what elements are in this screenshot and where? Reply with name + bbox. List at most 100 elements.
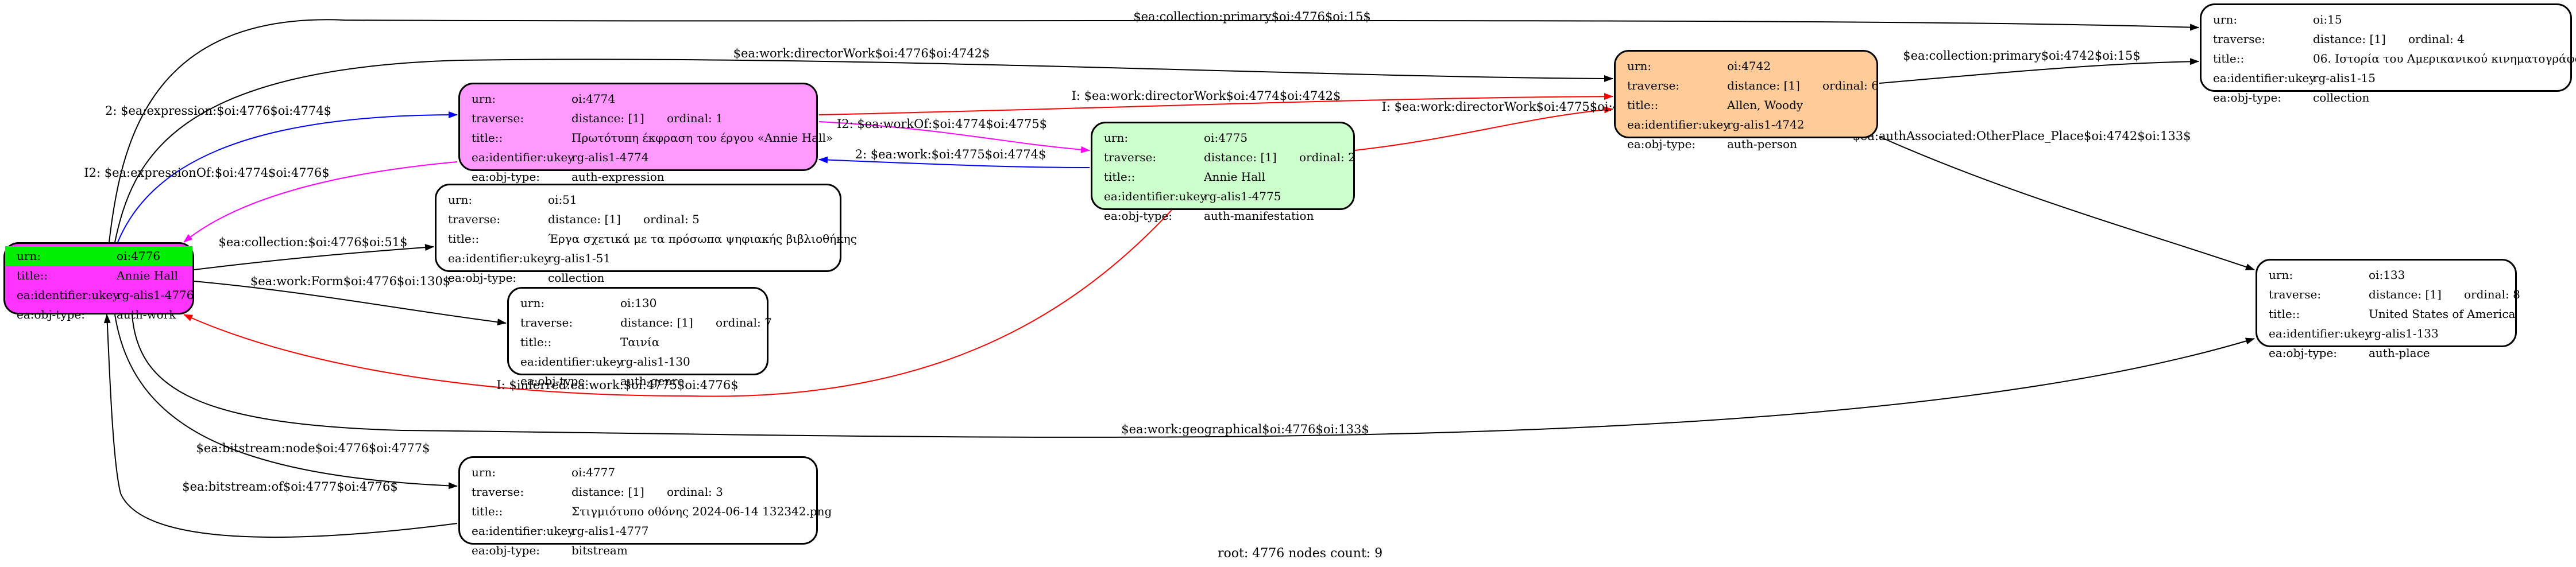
graph-footer: root: 4776 nodes count: 9 [1218,546,1383,561]
field-key: traverse: [1104,150,1157,164]
node-field-row: title::Annie Hall [1092,167,1353,187]
edge-label: I: $inferred:ea:work:$oi:4775$oi:4776$ [496,378,738,392]
node-field-row: traverse:distance: [1]ordinal: 2 [1092,147,1355,167]
edge-line [183,209,1172,397]
edge-line [1879,58,2199,84]
field-key: title:: [2269,307,2300,321]
field-key: ea:identifier:ukey [1627,118,1730,131]
field-value: distance: [1] [1727,79,1800,92]
field-ordinal: ordinal: 5 [643,212,700,226]
field-key: ea:obj-type: [472,170,540,184]
field-key: ea:identifier:ukey [1104,189,1207,203]
field-key: traverse: [1627,79,1680,92]
edge-label: $ea:bitstream:node$oi:4776$oi:4777$ [196,441,430,455]
field-key: ea:identifier:ukey [448,251,551,265]
node-field-row: ea:obj-type:auth-genre [509,371,767,391]
edge-line [109,19,2199,243]
edge-label: 2: $ea:work:$oi:4775$oi:4774$ [855,147,1046,161]
node-field-row: urn: oi:51 [437,190,840,209]
field-value: auth-place [2369,346,2430,360]
field-key: ea:identifier:ukey [472,150,574,164]
node-field-row: urn:oi:4742 [1616,56,1876,76]
field-key: title:: [2213,52,2245,65]
edge-line [194,281,507,326]
field-key: ea:identifier:ukey [17,288,119,302]
field-value: collection [548,271,605,285]
node-field-row: ea:obj-type:auth-person [1616,134,1876,154]
field-key: urn: [1104,131,1129,145]
field-key: traverse: [472,111,524,125]
field-ordinal: ordinal: 7 [716,316,772,329]
field-key: urn: [2269,268,2293,282]
node-field-row: traverse: distance: [1] ordinal: 4 [2202,29,2570,49]
node-oi-130[interactable]: urn: oi:130 traverse: distance: [1] ordinal:… [507,287,772,388]
field-ordinal: ordinal: 2 [1299,150,1355,164]
edge-label: 2: $ea:expression:$oi:4776$oi:4774$ [105,104,331,118]
field-key: urn: [472,92,496,106]
field-value: 06. Ιστορία του Αμερικανικού κινηματογρά… [2313,52,2576,65]
field-value: rg-alis1-4742 [1727,118,1805,131]
field-value: Annie Hall [1204,170,1265,184]
field-value: collection [2313,91,2370,104]
edge-line [114,314,458,490]
edge-line [1879,136,2255,270]
node-field-row: ea:obj-type: bitstream [460,541,816,560]
field-value: Πρωτότυπη έκφραση του έργου «Annie Hall» [571,131,833,145]
field-value: rg-alis1-4774 [571,150,649,164]
node-oi-51[interactable]: urn: oi:51 traverse:distance: [1]ordinal: … [435,184,857,285]
node-field-row: title::Annie Hall [5,266,192,285]
node-field-row: traverse:distance: [1]ordinal: 8 [2257,285,2520,304]
field-ordinal: ordinal: 4 [2408,32,2465,46]
field-value: auth-expression [571,170,665,184]
node-field-row: ea:obj-type:auth-work [5,305,192,324]
field-value: oi:130 [620,296,657,310]
field-key: ea:obj-type: [2213,91,2282,104]
node-field-row: ea:obj-type:auth-place [2257,343,2515,363]
field-value: oi:4774 [571,92,616,106]
edge-label: I: $ea:work:directorWork$oi:4775$oi:4742… [1382,100,1651,114]
field-key: ea:identifier:ukey [2213,71,2316,85]
field-key: ea:obj-type: [1104,209,1173,223]
field-key: urn: [448,193,473,207]
node-field-row: ea:obj-type: auth-expression [460,167,816,187]
field-value: oi:51 [548,193,577,207]
field-key: ea:obj-type: [520,374,589,388]
field-key: traverse: [520,316,573,329]
field-key: ea:obj-type: [472,543,540,557]
field-value: Ταινία [620,335,660,349]
field-key: urn: [2213,13,2238,26]
node-field-row: traverse:distance: [1]ordinal: 6 [1616,76,1879,95]
field-value: Allen, Woody [1727,98,1803,112]
node-field-row: traverse:distance: [1]ordinal: 3 [460,482,816,502]
field-value: distance: [1] [620,316,693,329]
edge-label: $ea:collection:$oi:4776$oi:51$ [219,235,408,249]
field-value: rg-alis1-130 [620,355,690,368]
node-field-row: traverse:distance: [1]ordinal: 5 [437,209,840,229]
node-field-row: ea:obj-type:auth-manifestation [1092,206,1353,226]
edge-label: $ea:collection:primary$oi:4776$oi:15$ [1133,10,1370,24]
field-key: title:: [1104,170,1136,184]
edge-label: I2: $ea:workOf:$oi:4774$oi:4775$ [837,117,1047,131]
field-value: distance: [1] [2313,32,2386,46]
field-value: bitstream [571,543,628,557]
field-value: rg-alis1-4775 [1204,189,1281,203]
node-field-row: title::Στιγμιότυπο οθόνης 2024-06-14 132… [460,502,832,521]
edge-label: $ea:bitstream:of$oi:4777$oi:4776$ [182,480,397,494]
edge-label: $ea:work:directorWork$oi:4776$oi:4742$ [733,46,990,60]
field-key: ea:identifier:ukey [520,355,623,368]
field-key: title:: [17,269,48,282]
field-value: distance: [1] [571,111,644,125]
field-key: urn: [520,296,545,310]
field-value: rg-alis1-4777 [571,524,649,538]
field-key: traverse: [2213,32,2266,46]
